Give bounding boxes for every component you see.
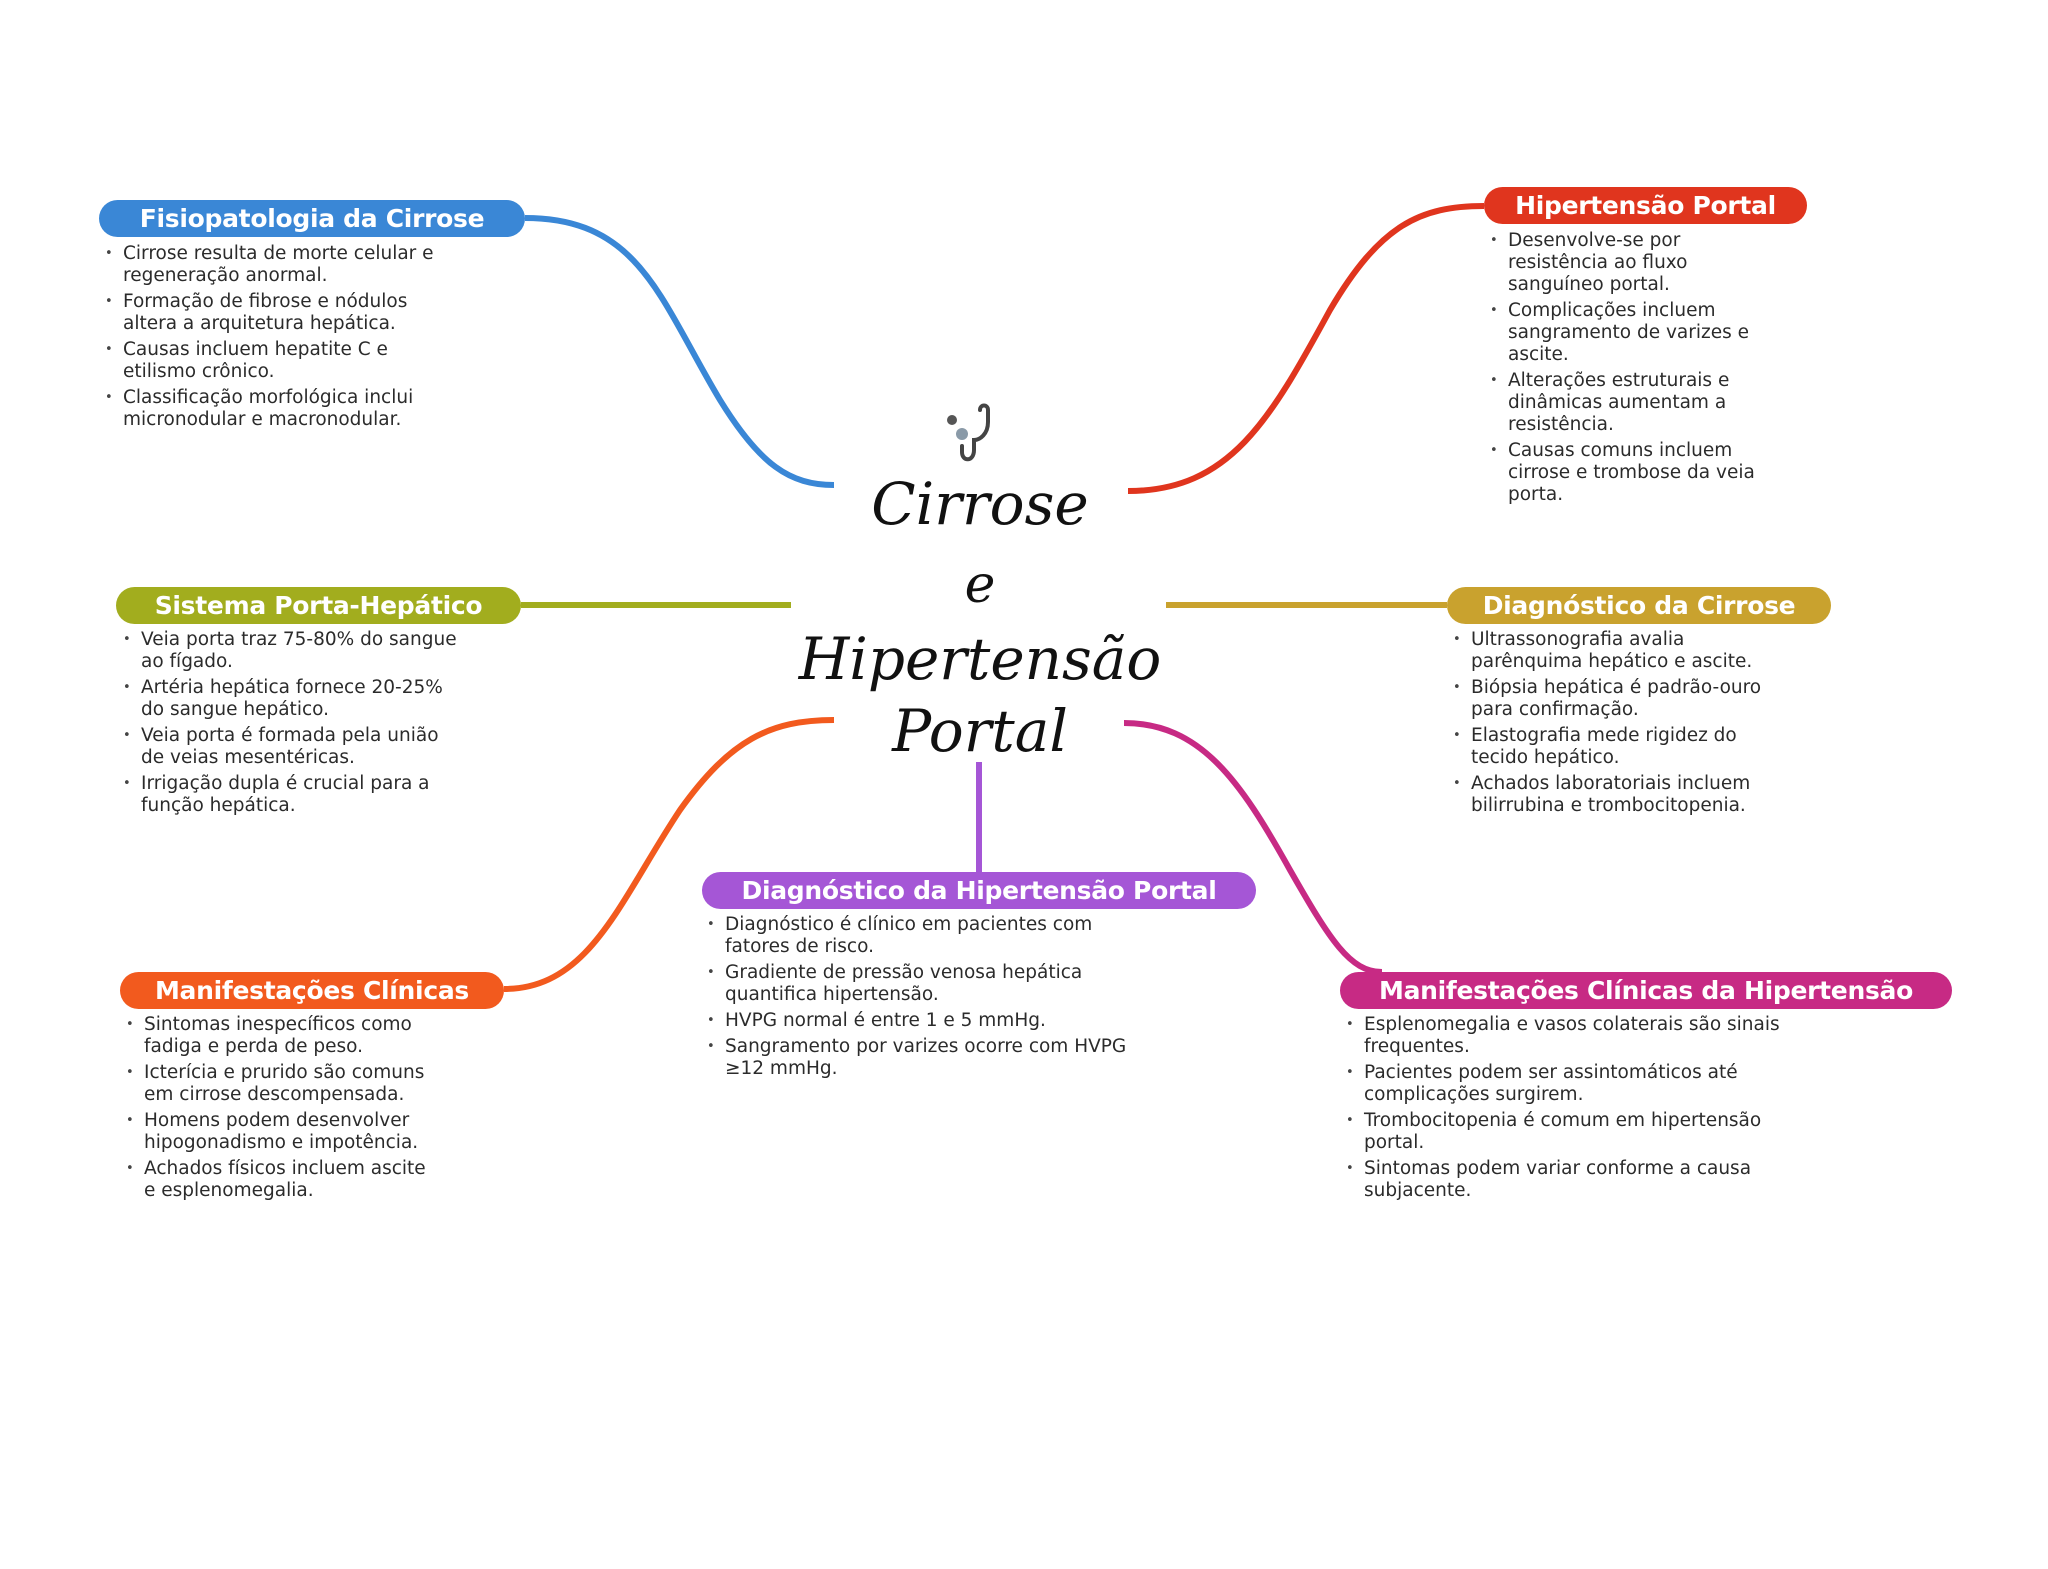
branch-title-diagnostico-cirrose[interactable]: Diagnóstico da Cirrose [1447, 587, 1831, 624]
branch-list-manifestacoes: Sintomas inespecíficos como fadiga e per… [126, 1014, 426, 1206]
list-item: Causas comuns incluem cirrose e trombose… [1490, 440, 1755, 506]
list-item: Formação de fibrose e nódulos altera a a… [105, 291, 434, 335]
list-item: Sintomas podem variar conforme a causa s… [1346, 1158, 1780, 1202]
list-item: Sintomas inespecíficos como fadiga e per… [126, 1014, 426, 1058]
list-item: Icterícia e prurido são comuns em cirros… [126, 1062, 426, 1106]
branch-title-diagnostico-hipertensao[interactable]: Diagnóstico da Hipertensão Portal [702, 872, 1256, 909]
branch-title-hipertensao-portal[interactable]: Hipertensão Portal [1484, 187, 1807, 224]
list-item: Complicações incluem sangramento de vari… [1490, 300, 1755, 366]
branch-title-manifestacoes-hipertensao[interactable]: Manifestações Clínicas da Hipertensão [1340, 972, 1952, 1009]
list-item: Alterações estruturais e dinâmicas aumen… [1490, 370, 1755, 436]
list-item: Sangramento por varizes ocorre com HVPG … [707, 1036, 1126, 1080]
branch-list-diagnostico-hipertensao: Diagnóstico é clínico em pacientes com f… [707, 914, 1126, 1084]
branch-list-hipertensao-portal: Desenvolve-se por resistência ao fluxo s… [1490, 230, 1755, 510]
list-item: Irrigação dupla é crucial para a função … [123, 773, 457, 817]
branch-list-diagnostico-cirrose: Ultrassonografia avalia parênquima hepát… [1453, 629, 1761, 821]
branch-list-fisiopatologia: Cirrose resulta de morte celular e regen… [105, 243, 434, 435]
branch-title-fisiopatologia[interactable]: Fisiopatologia da Cirrose [99, 200, 525, 237]
central-title-line-3: Hipertensão [798, 625, 1162, 693]
branch-list-manifestacoes-hipertensao: Esplenomegalia e vasos colaterais são si… [1346, 1014, 1780, 1206]
central-title-line-1: Cirrose [871, 470, 1089, 538]
central-title-line-4: Portal [892, 697, 1068, 765]
list-item: Pacientes podem ser assintomáticos até c… [1346, 1062, 1780, 1106]
list-item: Desenvolve-se por resistência ao fluxo s… [1490, 230, 1755, 296]
list-item: Ultrassonografia avalia parênquima hepát… [1453, 629, 1761, 673]
connector-hipertensao-portal [1127, 203, 1485, 494]
connector-manifestacoes [503, 717, 835, 992]
list-item: Homens podem desenvolver hipogonadismo e… [126, 1110, 426, 1154]
branch-title-sistema-porta[interactable]: Sistema Porta-Hepático [116, 587, 521, 624]
list-item: Veia porta traz 75-80% do sangue ao fíga… [123, 629, 457, 673]
list-item: Elastografia mede rigidez do tecido hepá… [1453, 725, 1761, 769]
list-item: Cirrose resulta de morte celular e regen… [105, 243, 434, 287]
list-item: Esplenomegalia e vasos colaterais são si… [1346, 1014, 1780, 1058]
central-title-line-2: e [964, 555, 996, 615]
list-item: Gradiente de pressão venosa hepática qua… [707, 962, 1126, 1006]
stethoscope-icon [947, 403, 990, 462]
list-item: Achados laboratoriais incluem bilirrubin… [1453, 773, 1761, 817]
list-item: Achados físicos incluem ascite e espleno… [126, 1158, 426, 1202]
branch-title-manifestacoes[interactable]: Manifestações Clínicas [120, 972, 504, 1009]
list-item: Classificação morfológica inclui microno… [105, 387, 434, 431]
connector-manifestacoes-hipertensao [1123, 720, 1383, 975]
list-item: Diagnóstico é clínico em pacientes com f… [707, 914, 1126, 958]
list-item: Trombocitopenia é comum em hipertensão p… [1346, 1110, 1780, 1154]
list-item: Causas incluem hepatite C e etilismo crô… [105, 339, 434, 383]
list-item: Veia porta é formada pela união de veias… [123, 725, 457, 769]
connector-fisiopatologia [524, 215, 835, 488]
branch-list-sistema-porta: Veia porta traz 75-80% do sangue ao fíga… [123, 629, 457, 821]
list-item: HVPG normal é entre 1 e 5 mmHg. [707, 1010, 1126, 1032]
list-item: Artéria hepática fornece 20-25% do sangu… [123, 677, 457, 721]
list-item: Biópsia hepática é padrão-ouro para conf… [1453, 677, 1761, 721]
